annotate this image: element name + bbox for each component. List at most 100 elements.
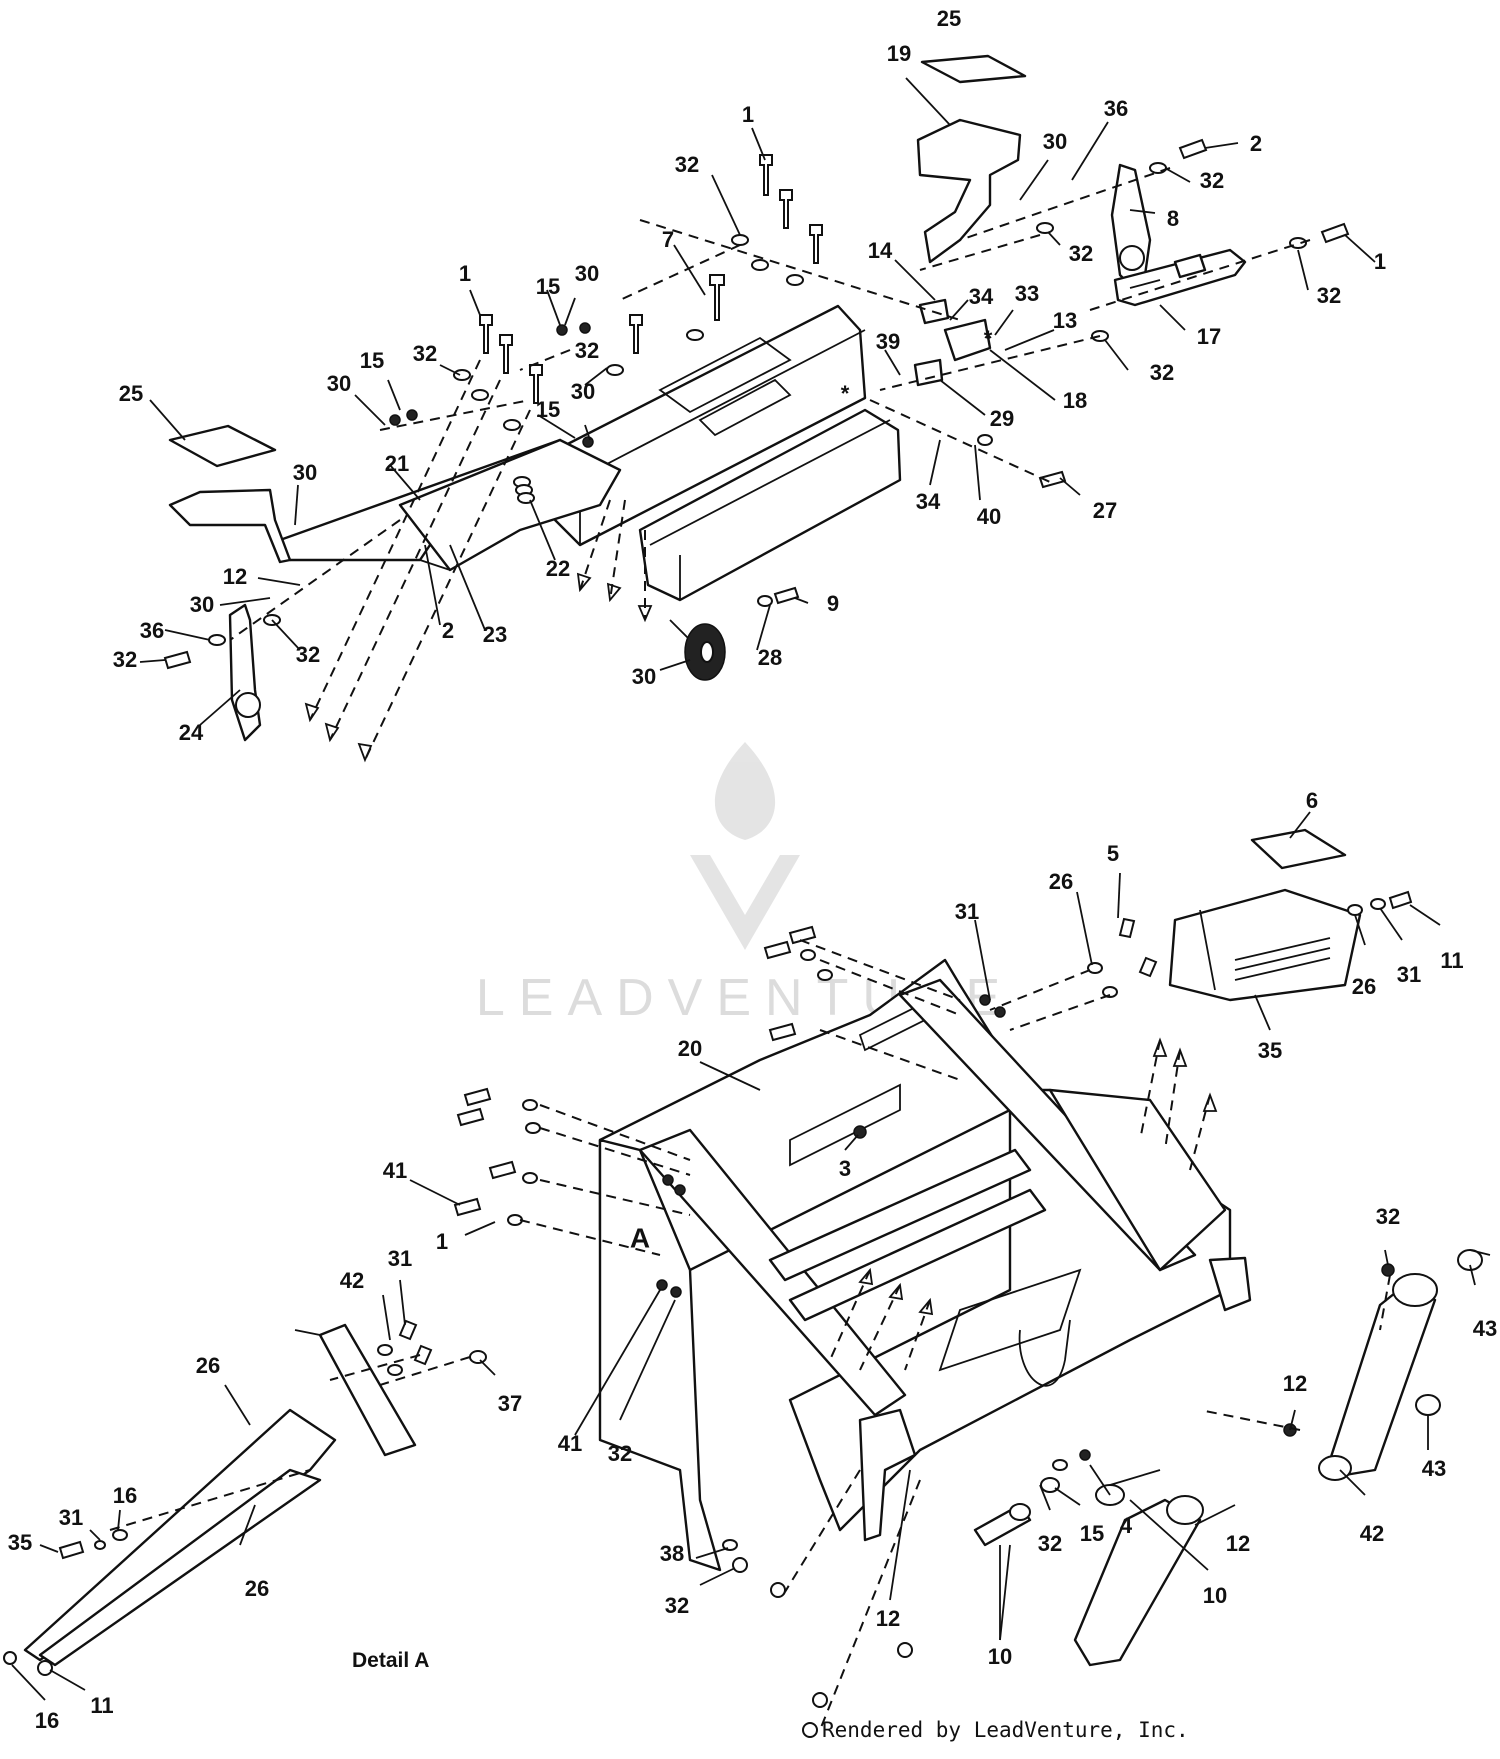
upper-hardware — [163, 138, 1350, 670]
callout-2-left: 32 — [113, 647, 137, 672]
callout-14: 14 — [868, 238, 893, 263]
callout-29: 29 — [990, 406, 1014, 431]
callout-27: 27 — [1093, 498, 1117, 523]
callout-34-top: 34 — [969, 284, 994, 309]
callout-11-bottom: 16 — [35, 1708, 59, 1733]
callout-leaders — [11, 77, 1476, 1701]
callout-32-i: 32 — [296, 642, 320, 667]
callout-1-left: 1 — [459, 261, 471, 286]
callout-32-m: 38 — [660, 1541, 684, 1566]
callout-2-top: 2 — [1250, 131, 1262, 156]
upper-frame-assembly: * * — [168, 54, 1247, 742]
callout-26-d: 35 — [8, 1530, 32, 1555]
callout-15-lower: 4 — [1120, 1513, 1133, 1538]
callout-8: 8 — [1167, 206, 1179, 231]
callout-37: 26 — [196, 1353, 220, 1378]
callout-31-e: 11 — [90, 1693, 113, 1718]
callout-1-right: 1 — [1374, 249, 1386, 274]
callout-30-c: 30 — [571, 379, 595, 404]
callout-32-j: 1 — [436, 1229, 448, 1254]
svg-text:*: * — [841, 381, 850, 406]
callout-16-center: 10 — [988, 1644, 1012, 1669]
callout-31-d: 16 — [113, 1483, 137, 1508]
callout-32-l: 15 — [1080, 1521, 1104, 1546]
v-watermark-icon — [690, 855, 800, 950]
callout-36-top: 36 — [1104, 96, 1128, 121]
callout-16-right: 10 — [1203, 1583, 1227, 1608]
callout-30-d: 12 — [223, 564, 247, 589]
callout-25-left: 25 — [119, 381, 143, 406]
callout-30-e: 28 — [758, 645, 782, 670]
callout-19: 19 — [887, 41, 911, 66]
callout-26-b: 11 — [1440, 948, 1463, 973]
bracket-20 — [1168, 888, 1362, 1002]
callout-24: 23 — [483, 622, 507, 647]
callout-32-c: 32 — [1317, 283, 1341, 308]
callout-15-c: 15 — [536, 397, 560, 422]
callout-35-a: 31 — [1397, 962, 1421, 987]
callout-6: 30 — [632, 664, 656, 689]
chassis-frame-assembly: A — [598, 958, 1252, 1667]
callout-1-lower: 41 — [383, 1158, 407, 1183]
idler-pulley — [669, 619, 726, 681]
callout-32-d: 32 — [1150, 360, 1174, 385]
callout-41-left: 37 — [498, 1391, 522, 1416]
callout-12-bottom: 32 — [665, 1593, 689, 1618]
callout-3: 20 — [678, 1036, 702, 1061]
callout-42-a: 43 — [1473, 1316, 1497, 1341]
callout-10-right: 12 — [1226, 1531, 1250, 1556]
callout-35-b: 31 — [59, 1505, 83, 1530]
callout-22: 21 — [385, 451, 409, 476]
callout-7: 7 — [662, 227, 674, 252]
callout-18: 18 — [1063, 388, 1087, 413]
callout-25-top: 25 — [937, 6, 961, 31]
callout-32-g: 32 — [413, 341, 437, 366]
callout-33: 33 — [1015, 281, 1039, 306]
cylinder-4 — [1318, 1249, 1491, 1481]
callout-31-c: 42 — [340, 1268, 364, 1293]
callout-13: 13 — [1053, 308, 1077, 333]
callout-12-lower: 32 — [1038, 1531, 1062, 1556]
callout-42-b: 43 — [1422, 1456, 1446, 1481]
upper-assembly-lines — [229, 167, 1311, 763]
callout-32-e: 32 — [675, 152, 699, 177]
callout-32-k: 41 — [558, 1431, 582, 1456]
detail-a-marker: A — [630, 1222, 650, 1253]
callout-9: 24 — [179, 720, 204, 745]
callout-10-center: 12 — [876, 1606, 900, 1631]
callout-15-a: 15 — [536, 274, 560, 299]
lower-assembly-lines — [109, 939, 1391, 1731]
callout-labels: 25 19 36 30 2 32 8 32 1 32 17 32 1 32 7 … — [8, 6, 1497, 1733]
callout-4: 42 — [1360, 1521, 1384, 1546]
flame-watermark-icon — [714, 742, 776, 840]
callout-28: 9 — [827, 591, 839, 616]
callout-11-top: 31 — [955, 899, 979, 924]
callout-36-left: 30 — [190, 592, 214, 617]
callout-20: 35 — [1258, 1038, 1282, 1063]
plate-5 — [1250, 828, 1347, 870]
callout-12-top: 22 — [546, 556, 570, 581]
callout-43-a: 32 — [1376, 1204, 1400, 1229]
callout-30-b: 30 — [327, 371, 351, 396]
callout-38: 26 — [245, 1576, 269, 1601]
callout-30-a: 30 — [575, 261, 599, 286]
callout-15-b: 15 — [360, 348, 384, 373]
callout-26-c: 31 — [388, 1246, 412, 1271]
rendered-by-credit: Rendered by LeadVenture, Inc. — [822, 1718, 1189, 1742]
callout-30-top: 30 — [1043, 129, 1067, 154]
callout-43-b: 12 — [1283, 1371, 1307, 1396]
lower-hardware — [3, 890, 1413, 1738]
callout-32-b: 32 — [1069, 241, 1093, 266]
callout-21: 30 — [293, 460, 317, 485]
svg-text:*: * — [984, 326, 993, 351]
callout-26-a: 5 — [1107, 841, 1119, 866]
callout-31-b: 26 — [1352, 974, 1376, 999]
callout-40: 40 — [977, 504, 1001, 529]
callout-32-f: 32 — [575, 338, 599, 363]
callout-39: 39 — [876, 329, 900, 354]
callout-23: 2 — [442, 618, 454, 643]
callout-41-center: 3 — [839, 1156, 851, 1181]
callout-5: 6 — [1306, 788, 1318, 813]
callout-34-bottom: 34 — [916, 489, 941, 514]
